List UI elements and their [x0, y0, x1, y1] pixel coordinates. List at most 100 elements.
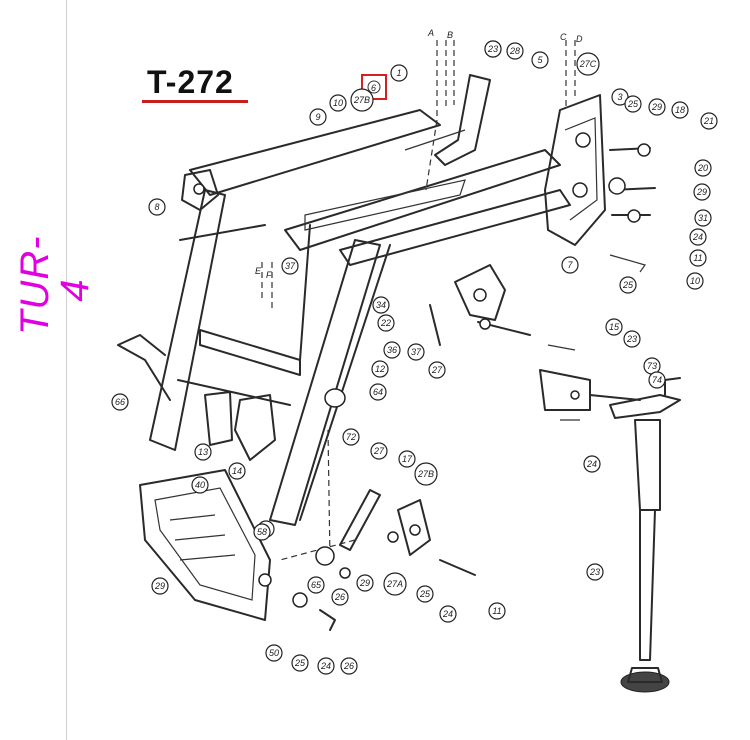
- callout-21: 21: [700, 112, 718, 130]
- callout-bubble: [407, 343, 425, 361]
- callout-label: 23: [487, 44, 498, 54]
- callout-27B: 27B: [350, 88, 374, 112]
- callout-11: 11: [488, 602, 506, 620]
- callout-label: 29: [359, 578, 370, 588]
- highlight-callout-label: 6: [371, 83, 376, 93]
- callout-label: 8: [154, 202, 159, 212]
- callout-label: 29: [696, 187, 707, 197]
- callout-label: 29: [154, 581, 165, 591]
- callout-65: 65: [307, 576, 325, 594]
- callout-27: 27: [370, 442, 388, 460]
- callout-bubble: [350, 88, 374, 112]
- callout-label: 50: [269, 648, 279, 658]
- callout-bubble: [439, 605, 457, 623]
- callout-label: 10: [333, 98, 343, 108]
- callout-label: 27B: [417, 469, 434, 479]
- callout-bubble: [329, 94, 347, 112]
- callout-label: 27C: [579, 59, 597, 69]
- callout-label: 74: [652, 375, 662, 385]
- callout-bubble: [428, 361, 446, 379]
- callout-bubble: [648, 371, 666, 389]
- callout-label: 72: [346, 432, 356, 442]
- callout-label: 24: [586, 459, 597, 469]
- title-underline: [142, 100, 248, 103]
- callout-bubble: [671, 101, 689, 119]
- callout-bubble: [648, 98, 666, 116]
- callout-bubble: [383, 341, 401, 359]
- callout-28: 28: [506, 42, 524, 60]
- callout-27B: 27B: [414, 462, 438, 486]
- callout-1: 1: [390, 64, 408, 82]
- callout-29: 29: [648, 98, 666, 116]
- callout-label: 17: [402, 454, 413, 464]
- middle-pivot-parts: [204, 264, 531, 461]
- callout-26: 26: [340, 657, 358, 675]
- axis-letter-a: A: [427, 28, 434, 38]
- axis-letter-f: F: [266, 270, 272, 280]
- callout-label: 58: [257, 527, 267, 537]
- callout-bubble: [414, 462, 438, 486]
- callout-29: 29: [356, 574, 374, 592]
- callout-bubble: [390, 64, 408, 82]
- page-margin-rule: [66, 0, 67, 740]
- callout-22: 22: [377, 314, 395, 332]
- callout-24: 24: [583, 455, 601, 473]
- callout-bubble: [265, 644, 283, 662]
- callout-bubble: [383, 572, 407, 596]
- callout-bubble: [317, 657, 335, 675]
- callout-bubble: [506, 42, 524, 60]
- callout-label: 36: [387, 345, 397, 355]
- callout-bubble: [586, 563, 604, 581]
- callout-bubble: [484, 40, 502, 58]
- callout-bubble: [111, 393, 129, 411]
- callout-27C: 27C: [576, 52, 600, 76]
- callout-label: 24: [320, 661, 331, 671]
- callout-bubble: [583, 455, 601, 473]
- callout-bubble: [309, 108, 327, 126]
- callout-label: 26: [334, 592, 345, 602]
- callout-10: 10: [329, 94, 347, 112]
- callout-label: 26: [343, 661, 354, 671]
- callout-bubble: [689, 228, 707, 246]
- parking-stand: [539, 344, 681, 693]
- callout-12: 12: [371, 360, 389, 378]
- callout-bubble: [693, 183, 711, 201]
- callout-15: 15: [605, 318, 623, 336]
- axis-guides: [261, 40, 576, 561]
- callout-34: 34: [372, 296, 390, 314]
- callout-bubble: [531, 51, 549, 69]
- callout-29: 29: [693, 183, 711, 201]
- callout-10: 10: [686, 272, 704, 290]
- callout-bubble: [576, 52, 600, 76]
- callout-bubble: [194, 443, 212, 461]
- callout-18: 18: [671, 101, 689, 119]
- callout-bubble: [372, 296, 390, 314]
- callout-8: 8: [148, 198, 166, 216]
- callout-label: 27: [431, 365, 443, 375]
- callout-20: 20: [694, 159, 712, 177]
- callout-label: 40: [195, 480, 205, 490]
- callout-bubble: [619, 276, 637, 294]
- callout-label: 13: [198, 447, 208, 457]
- callout-bubble: [624, 95, 642, 113]
- callout-24: 24: [689, 228, 707, 246]
- callout-25: 25: [416, 585, 434, 603]
- right-bracket: [434, 74, 656, 273]
- callout-bubble: [488, 602, 506, 620]
- callout-bubble: [191, 476, 209, 494]
- callout-36: 36: [383, 341, 401, 359]
- callout-25: 25: [619, 276, 637, 294]
- callout-13: 13: [194, 443, 212, 461]
- callout-bubble: [377, 314, 395, 332]
- callout-bubble: [689, 249, 707, 267]
- callout-bubble: [370, 442, 388, 460]
- callout-bubble: [561, 256, 579, 274]
- callout-bubble: [416, 585, 434, 603]
- axis-letter-c: C: [560, 32, 567, 42]
- callout-label: 24: [692, 232, 703, 242]
- callout-label: 66: [115, 397, 125, 407]
- callout-label: 23: [626, 334, 637, 344]
- callout-label: 25: [622, 280, 634, 290]
- quick-attach-plate: [139, 469, 336, 631]
- callout-5: 5: [531, 51, 549, 69]
